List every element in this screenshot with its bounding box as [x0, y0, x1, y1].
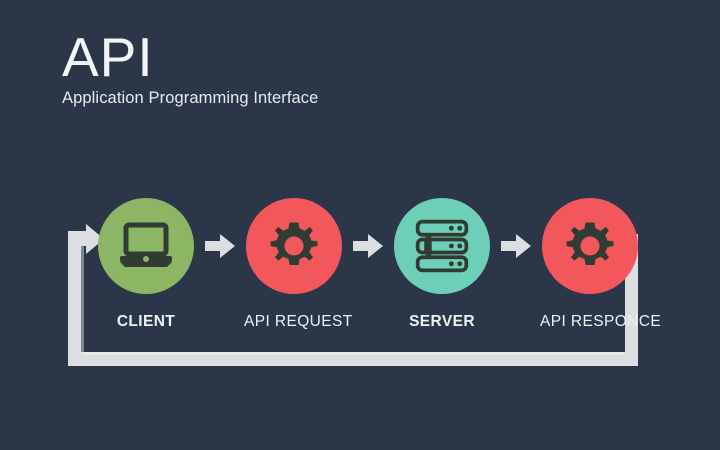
flow-row [96, 196, 640, 296]
label-client: CLIENT [116, 313, 176, 330]
api-response-circle[interactable] [542, 198, 638, 294]
arrow-server-to-response [495, 233, 537, 259]
api-request-circle[interactable] [246, 198, 342, 294]
gear-icon [566, 222, 614, 266]
node-client[interactable] [96, 198, 196, 294]
server-circle[interactable] [394, 198, 490, 294]
label-server: SERVER [409, 313, 475, 330]
label-api-request: API REQUEST [244, 313, 353, 330]
title-block: API Application Programming Interface [62, 28, 318, 108]
client-circle[interactable] [98, 198, 194, 294]
arrow-right-icon [205, 234, 235, 258]
gear-icon [270, 222, 318, 266]
node-api-request[interactable] [244, 198, 344, 294]
server-rack-icon [415, 219, 469, 273]
node-api-response[interactable] [540, 198, 640, 294]
labels-row: CLIENT API REQUEST SERVER API RESPONCE [96, 311, 662, 333]
loop-left-segment [68, 238, 81, 360]
label-api-response: API RESPONCE [540, 313, 662, 330]
page-subtitle: Application Programming Interface [62, 89, 319, 107]
loop-bottom-bevel [81, 352, 625, 355]
loop-bottom-segment [68, 352, 638, 366]
arrow-right-icon [353, 234, 383, 258]
node-server[interactable] [392, 198, 492, 294]
page-title: API [62, 26, 154, 88]
arrow-into-client-icon [68, 224, 104, 254]
arrow-client-to-request [199, 233, 241, 259]
laptop-icon [120, 222, 172, 267]
arrow-right-icon [501, 234, 531, 258]
arrow-request-to-server [347, 233, 389, 259]
loop-left-bevel [81, 238, 84, 354]
